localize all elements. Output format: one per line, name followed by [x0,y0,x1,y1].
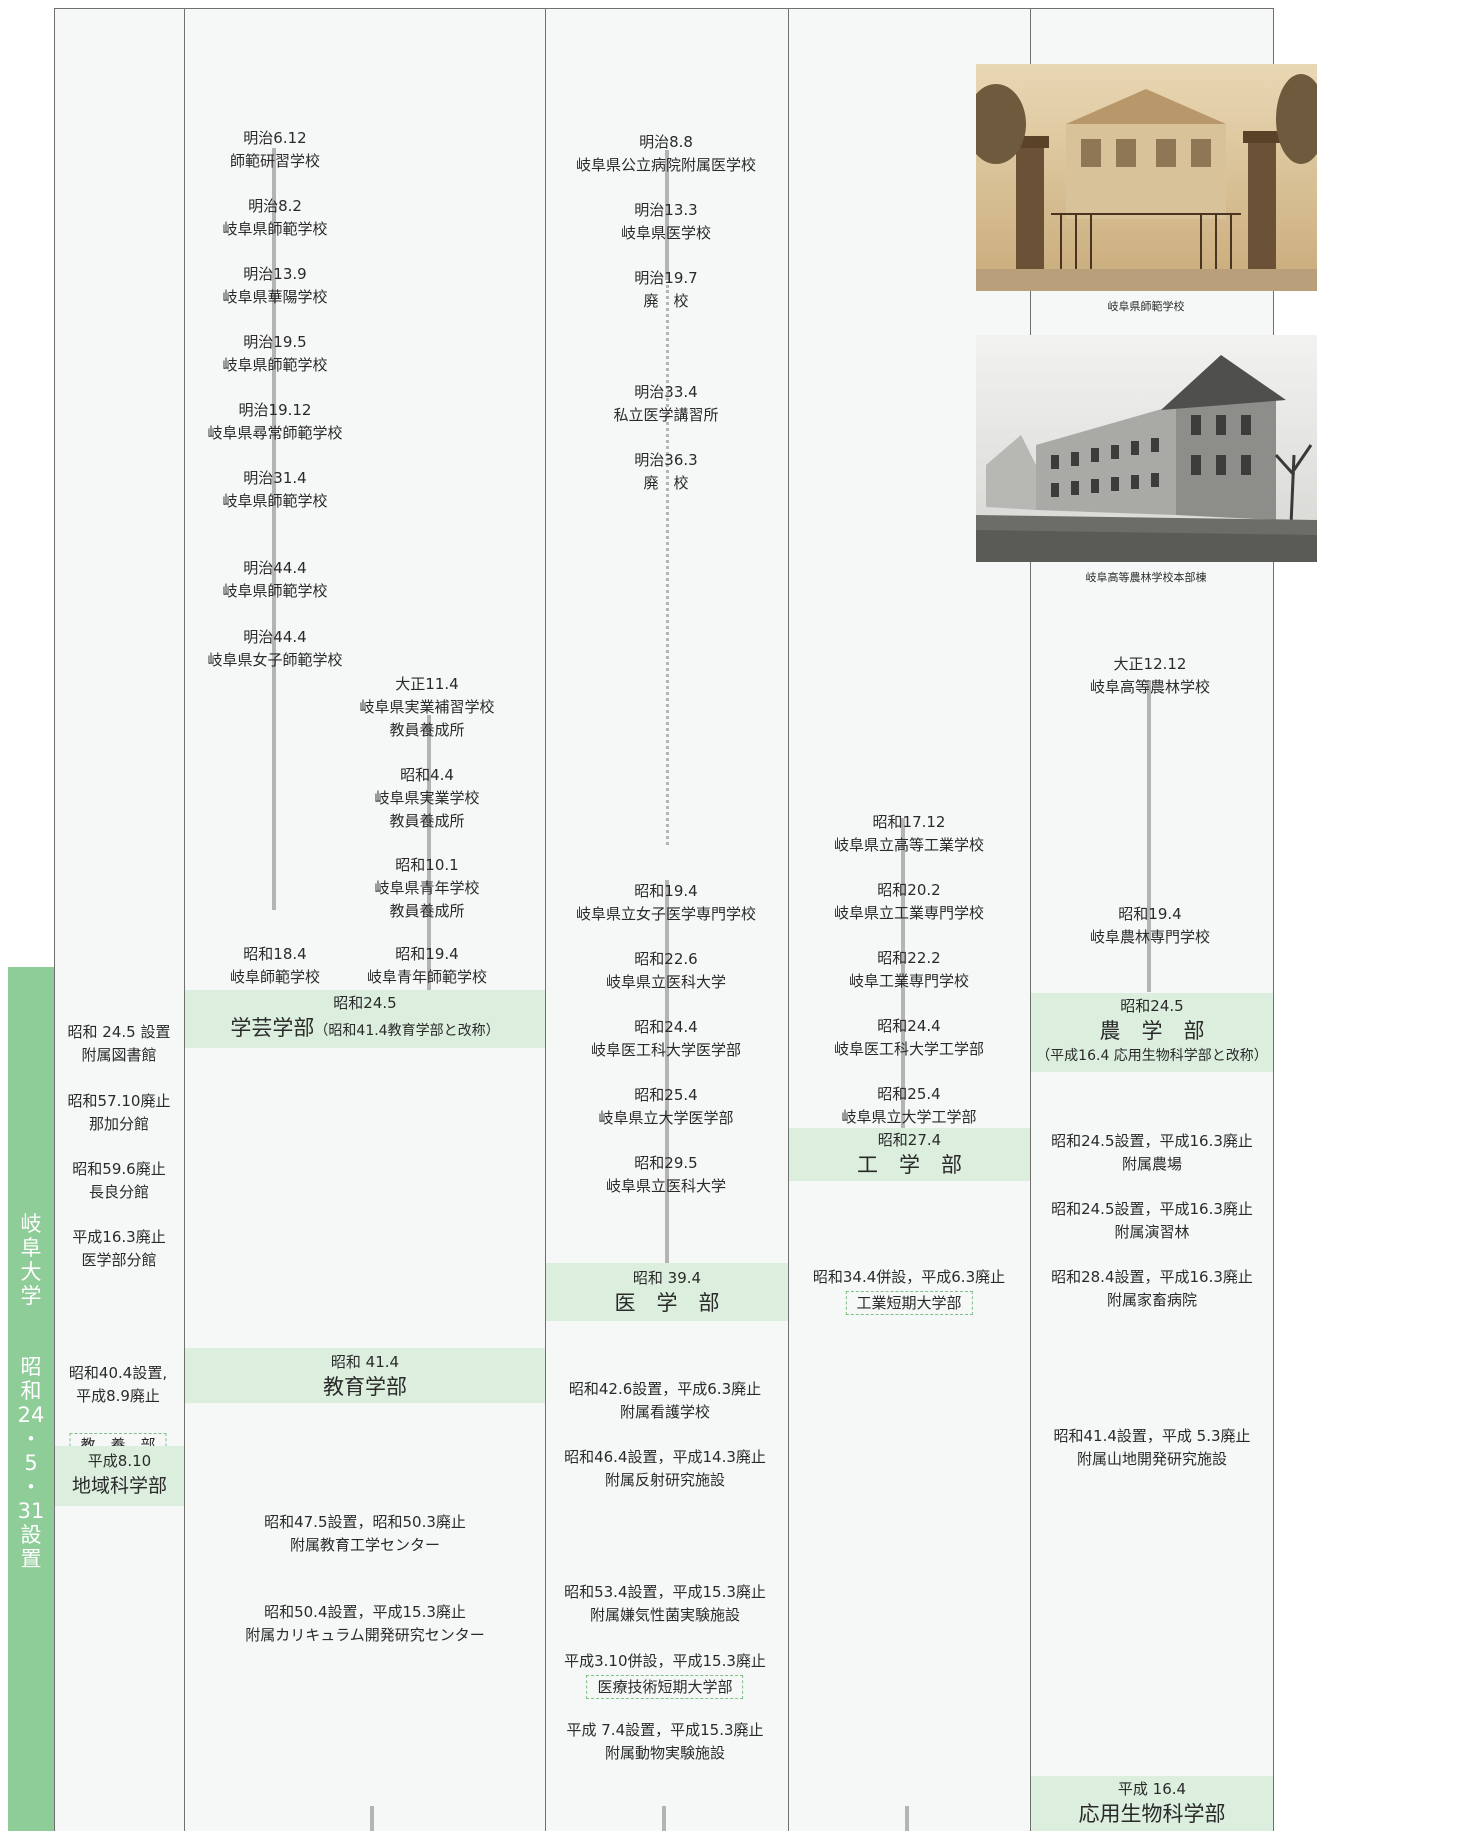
facility-item: 昭和41.4設置，平成 5.3廃止附属山地開発研究施設 [1053,1427,1251,1468]
kyoyo-dates: 昭和40.4設置, 平成8.9廃止 [68,1364,168,1405]
divider [1030,8,1031,1831]
medicine-line-lower [665,880,669,1265]
photo-caption: 岐阜県師範学校 [1107,300,1185,313]
facility-item: 昭和47.5設置，昭和50.3廃止附属教育工学センター [264,1513,466,1554]
facility-item: 昭和28.4設置，平成16.3廃止附属家畜病院 [1051,1268,1253,1309]
established-label: 昭 和 24 ・ 5 ・ 31 設 置 [17,1355,45,1571]
facility-item: 昭和53.4設置，平成15.3廃止附属嫌気性菌実験施設 [564,1583,766,1624]
facility-item: 昭和42.6設置，平成6.3廃止附属看護学校 [568,1380,762,1421]
education-bottom-line [370,1806,374,1831]
divider [54,8,55,1831]
library-item: 昭和 24.5 設置附属図書館 [67,1023,171,1064]
facility-item: 平成3.10併設，平成15.3廃止医療技術短期大学部 [564,1627,766,1699]
medicine-line-upper [665,150,669,280]
junior-college-note: 昭和34.4併設，平成6.3廃止工業短期大学部 [813,1243,1005,1315]
column-education [184,8,545,1831]
gakugei-band: 昭和24.5 学芸学部（昭和41.4教育学部と改称） [185,990,545,1048]
education-main-line [272,148,276,910]
facility-item: 昭和46.4設置，平成14.3廃止附属反射研究施設 [564,1448,766,1489]
chiiki-band: 平成8.10 地域科学部 [55,1446,184,1506]
column-agriculture [1030,8,1273,1831]
column-library [54,8,184,1831]
engineering-line [901,818,905,1130]
divider [545,8,546,1831]
normal-school-photo [976,64,1317,291]
library-item: 昭和57.10廃止那加分館 [67,1092,171,1133]
engineering-bottom-line [905,1806,909,1831]
top-border [54,8,1273,9]
photo-caption: 岐阜高等農林学校本部棟 [1085,571,1207,584]
library-item: 昭和59.6廃止長良分館 [72,1160,166,1201]
medicine-bottom-line [662,1806,666,1831]
facility-item: 昭和24.5設置，平成16.3廃止附属演習林 [1051,1200,1253,1241]
column-engineering [788,8,1030,1831]
igakubu-band: 昭和 39.4 医 学 部 [546,1263,788,1321]
library-item: 平成16.3廃止医学部分館 [72,1228,166,1269]
kyoiku-band: 昭和 41.4 教育学部 [185,1348,545,1403]
university-label: 岐 阜 大 学 [20,1212,42,1308]
agriculture-line [1147,680,1151,992]
medicine-dotted-line [666,285,669,845]
university-sidebar [8,967,54,1831]
divider [184,8,185,1831]
applied-bio-band: 平成 16.4 応用生物科学部 [1031,1776,1273,1831]
education-youth-line [427,715,431,990]
forestry-school-photo [976,335,1317,562]
facility-item: 平成 7.4設置，平成15.3廃止附属動物実験施設 [566,1721,764,1762]
divider [1273,8,1274,1831]
facility-item: 昭和24.5設置，平成16.3廃止附属農場 [1051,1132,1253,1173]
divider [788,8,789,1831]
kogakubu-band: 昭和27.4 工 学 部 [789,1128,1030,1181]
facility-item: 昭和50.4設置，平成15.3廃止附属カリキュラム開発研究センター [245,1603,485,1644]
nogakubu-band: 昭和24.5 農 学 部 （平成16.4 応用生物科学部と改称） [1031,993,1273,1072]
